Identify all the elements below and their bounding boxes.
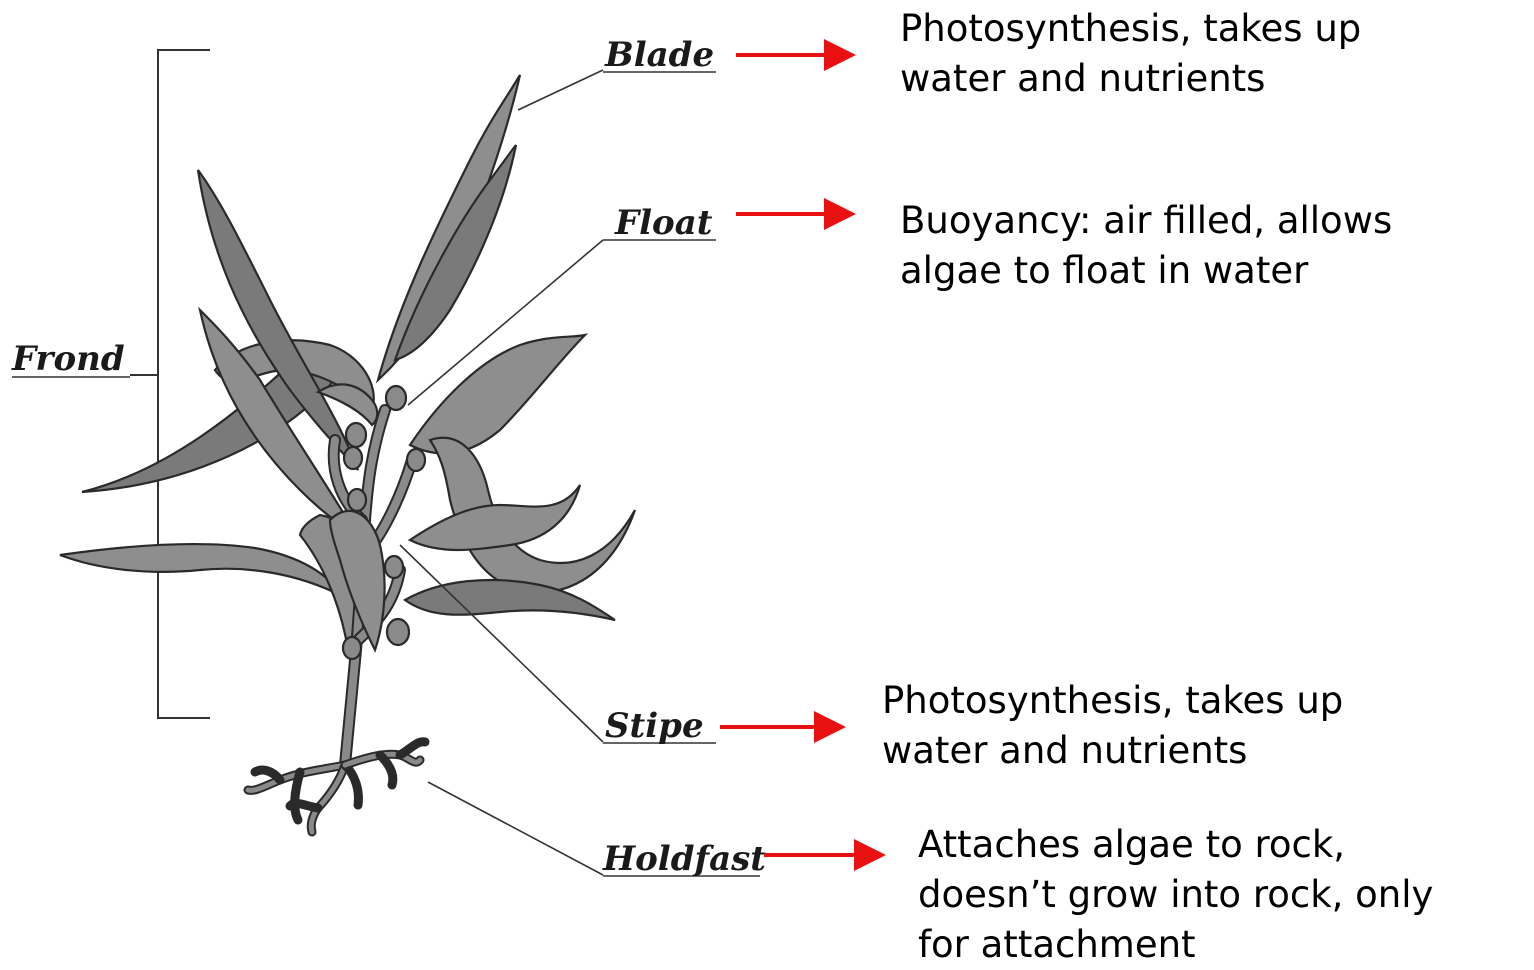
- stipe-description: Photosynthesis, takes up water and nutri…: [882, 676, 1343, 776]
- float-description: Buoyancy: air filled, allows algae to fl…: [900, 196, 1392, 296]
- holdfast-description: Attaches algae to rock, doesn’t grow int…: [918, 820, 1433, 970]
- blade-label: Blade: [604, 35, 714, 75]
- blade-leader: [518, 70, 603, 110]
- float-label: Float: [614, 203, 713, 243]
- frond-label: Frond: [11, 339, 125, 379]
- stipe-label: Stipe: [605, 706, 704, 746]
- frond-bracket: [130, 50, 210, 718]
- blade-description: Photosynthesis, takes up water and nutri…: [900, 4, 1361, 104]
- holdfast-leader: [428, 782, 603, 875]
- kelp-illustration: [60, 75, 635, 832]
- holdfast-label: Holdfast: [602, 839, 766, 879]
- holdfast-roots: [248, 742, 425, 832]
- arrows: [720, 55, 878, 855]
